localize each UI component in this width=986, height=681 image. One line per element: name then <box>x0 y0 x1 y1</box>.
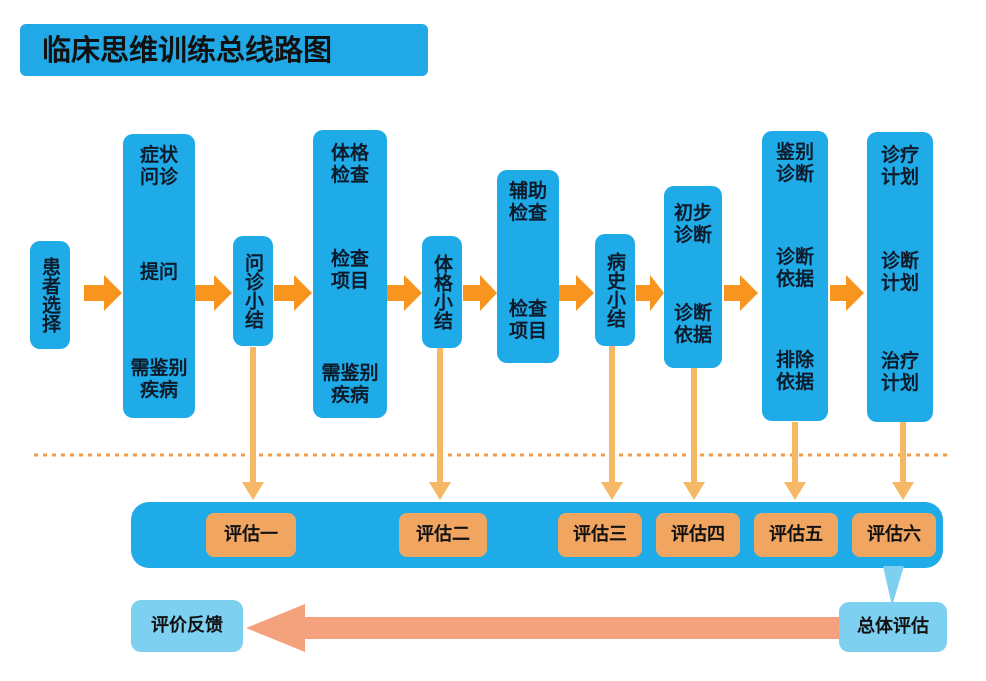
exam-items-label: 检查项目 <box>330 248 369 292</box>
flow-arrow <box>830 275 864 311</box>
eval-arrow <box>601 345 623 500</box>
feedback-box: 评价反馈 <box>131 600 243 652</box>
aux-items-label: 检查项目 <box>508 298 547 342</box>
eval-4: 评估四 <box>656 513 740 557</box>
physical-exam-label: 体格检查 <box>330 142 369 186</box>
flow-arrow <box>463 275 497 311</box>
differential-diagnosis-box: 鉴别诊断 诊断依据 排除依据 <box>762 131 828 421</box>
initial-diagnosis-box: 初步诊断 诊断依据 <box>664 186 722 368</box>
flow-arrow <box>194 275 232 311</box>
initial-basis-label: 诊断依据 <box>673 302 712 346</box>
eval-6: 评估六 <box>852 513 936 557</box>
flow-arrow <box>558 275 594 311</box>
eval-arrow <box>429 348 451 500</box>
inquiry-symptom-label: 症状问诊 <box>139 144 178 188</box>
exam-diff-label: 需鉴别疾病 <box>321 362 379 406</box>
inquiry-box: 症状问诊 提问 需鉴别疾病 <box>123 134 195 418</box>
flow-arrow <box>724 275 758 311</box>
flow-arrow <box>636 275 664 311</box>
eval-1: 评估一 <box>206 513 296 557</box>
treatment-plan-label: 诊疗计划 <box>880 144 919 188</box>
flow-arrow <box>84 275 122 311</box>
physical-summary-label: 体格小结 <box>431 254 453 330</box>
flow-arrow <box>274 275 312 311</box>
auxiliary-exam-label: 辅助检查 <box>508 180 547 224</box>
eval-2: 评估二 <box>399 513 487 557</box>
treatment-plan-box: 诊疗计划 诊断计划 治疗计划 <box>867 132 933 422</box>
eval-arrow <box>784 422 806 500</box>
flow-arrow <box>386 275 422 311</box>
overall-evaluation-box: 总体评估 <box>839 602 947 652</box>
inquiry-diff-label: 需鉴别疾病 <box>130 357 188 401</box>
eval-5: 评估五 <box>754 513 838 557</box>
eval-arrow <box>242 347 264 500</box>
history-summary-label: 病史小结 <box>604 252 626 328</box>
inquiry-summary-box: 问诊小结 <box>233 236 273 346</box>
initial-diagnosis-label: 初步诊断 <box>673 202 712 246</box>
eval-arrow <box>683 368 705 500</box>
eval-3: 评估三 <box>558 513 642 557</box>
auxiliary-exam-box: 辅助检查 检查项目 <box>497 170 559 363</box>
inquiry-summary-label: 问诊小结 <box>242 253 264 329</box>
inquiry-ask-label: 提问 <box>139 261 178 283</box>
physical-summary-box: 体格小结 <box>422 236 462 348</box>
exclusion-basis-label: 排除依据 <box>775 349 814 393</box>
feedback-arrow <box>246 604 840 652</box>
physical-exam-box: 体格检查 检查项目 需鉴别疾病 <box>313 130 387 418</box>
patient-selection-label: 患者选择 <box>39 257 61 333</box>
therapy-plan-label: 治疗计划 <box>880 350 919 394</box>
history-summary-box: 病史小结 <box>595 234 635 346</box>
differential-basis-label: 诊断依据 <box>775 246 814 290</box>
patient-selection-box: 患者选择 <box>30 241 70 349</box>
differential-diagnosis-label: 鉴别诊断 <box>775 141 814 185</box>
eval-arrow <box>892 422 914 500</box>
diagnosis-plan-label: 诊断计划 <box>880 250 919 294</box>
page-title: 临床思维训练总线路图 <box>20 24 428 76</box>
